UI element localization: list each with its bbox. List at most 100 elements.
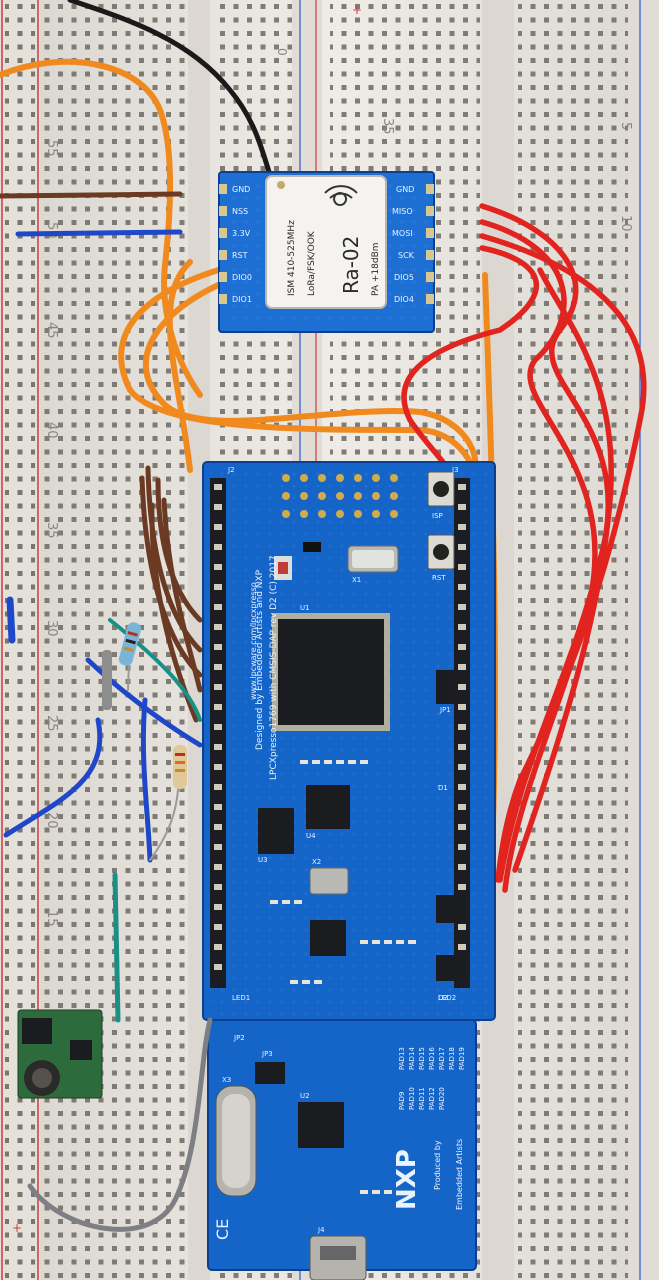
row-number: 40	[44, 422, 59, 439]
pad-label: PAD14	[408, 1047, 416, 1070]
brown-wire	[145, 465, 203, 653]
teal-wire	[112, 872, 121, 1023]
lora-logo: Ra-02	[339, 236, 363, 294]
silk-label: X1	[352, 576, 361, 584]
brown-wire	[0, 191, 183, 199]
silk-label: D1	[438, 784, 448, 792]
pad-label: PAD20	[438, 1087, 446, 1110]
row-number: 10	[618, 215, 633, 232]
silk-label: U4	[306, 832, 316, 840]
silk-label: JP3	[261, 1050, 273, 1058]
gold-pad-grid	[282, 474, 398, 518]
blue-wire	[6, 596, 16, 644]
antenna-wire	[67, 0, 273, 178]
silk-label: J2	[227, 466, 235, 474]
red-wire	[401, 245, 539, 493]
lora-pin-label: GND	[232, 185, 250, 194]
lora-pin-label: RST	[232, 251, 248, 260]
pad-label: PAD9	[398, 1092, 406, 1110]
lora-pin-label: MOSI	[392, 229, 413, 238]
board-designer-text: Designed by Embedded Artists and NXP	[255, 569, 265, 750]
ic-chip	[310, 920, 346, 956]
jumper	[255, 1062, 285, 1084]
red-wires	[401, 203, 647, 893]
nxp-logo: NXP	[392, 1149, 422, 1210]
silk-label: U2	[300, 1092, 310, 1100]
pad-label: PAD15	[418, 1047, 426, 1070]
silk-label: U3	[258, 856, 268, 864]
produced-by-text: Produced by	[433, 1140, 442, 1190]
ic-chip	[258, 808, 294, 854]
rail-plus-mark-bottom: +	[12, 1221, 22, 1235]
ce-mark: CE	[213, 1219, 232, 1240]
lora-pin-label: MISO	[392, 207, 413, 216]
resistor	[102, 650, 112, 710]
lora-pin-label: DIO0	[232, 273, 252, 282]
silk-label: J4	[317, 1226, 325, 1234]
mcu-chip	[272, 613, 390, 731]
row-number: 25	[44, 715, 59, 732]
row-number: 15	[44, 910, 59, 927]
resistor	[173, 745, 187, 789]
ea-logo: Embedded Artists	[455, 1139, 464, 1210]
silk-label: J3	[451, 466, 459, 474]
silk-label: D2	[438, 994, 448, 1002]
ic-chip	[436, 895, 466, 923]
ic-chip	[436, 955, 466, 981]
pad-label: PAD19	[458, 1047, 466, 1070]
brown-wire	[149, 502, 199, 723]
crystal-oscillator	[309, 867, 349, 895]
wifi-icon	[324, 185, 358, 206]
ic-chip	[298, 1102, 344, 1148]
lora-spec-line: PA +18dBm	[371, 242, 381, 296]
pad-label: PAD16	[428, 1047, 436, 1070]
blue-wire	[15, 229, 183, 237]
pad-label: PAD18	[448, 1047, 456, 1070]
silk-label: X3	[222, 1076, 231, 1084]
row-number: 20	[44, 812, 59, 829]
blue-wire	[140, 697, 153, 863]
pad-label: PAD10	[408, 1087, 416, 1110]
silk-label: JP1	[439, 706, 451, 714]
row-number: 55	[44, 140, 59, 157]
rail-zero-mark: 0	[275, 48, 289, 56]
red-wire	[479, 219, 598, 893]
row-number: 5	[618, 122, 633, 130]
blue-wire	[3, 717, 103, 838]
lora-pin-label: DIO1	[232, 295, 252, 304]
pad-label: PAD17	[438, 1047, 446, 1070]
brown-wire	[161, 497, 203, 693]
lora-pin-label: GND	[396, 185, 414, 194]
rail-plus-mark: +	[352, 3, 362, 17]
red-wire	[479, 233, 647, 883]
silk-label: LED1	[232, 994, 250, 1002]
lora-shield	[265, 175, 387, 309]
silk-label: ISP	[432, 512, 443, 520]
silk-label: LED2	[438, 994, 456, 1002]
lora-spec-line: ISM 410-525MHz	[287, 220, 297, 296]
row-number: 35	[380, 118, 395, 135]
pad-label: PAD13	[398, 1047, 406, 1070]
gray-wire	[27, 1017, 213, 1232]
lora-spec-line: LoRa/FSK/OOK	[307, 230, 317, 296]
lora-pin-label: SCK	[398, 251, 415, 260]
lora-pin-label: DIO5	[394, 273, 414, 282]
lpc-board: Designed by Embedded Artists and NXP LPC…	[202, 461, 496, 1280]
silk-label: U1	[300, 604, 310, 612]
pad-label: PAD12	[428, 1087, 436, 1110]
ic-chip	[306, 785, 350, 829]
row-number: 45	[44, 322, 59, 339]
silk-label: RST	[432, 574, 446, 582]
lora-pin-label: DIO4	[394, 295, 414, 304]
lora-pin-label: NSS	[232, 207, 248, 216]
ic-chip	[436, 670, 454, 704]
orange-wire	[166, 259, 193, 473]
lora-pin-label: 3.3V	[232, 229, 251, 238]
pad-label: PAD11	[418, 1087, 426, 1110]
board-url-text: www.lpcware.com/lpcxpresso	[249, 582, 258, 700]
lora-module: GND NSS 3.3V RST DIO0 DIO1 GND MISO MOSI…	[218, 171, 435, 333]
red-wire	[512, 267, 614, 873]
power-module	[17, 1009, 103, 1099]
board-name-text: LPCXpresso1769 with CMSIS-DAP rev D2 (C)…	[269, 555, 279, 780]
